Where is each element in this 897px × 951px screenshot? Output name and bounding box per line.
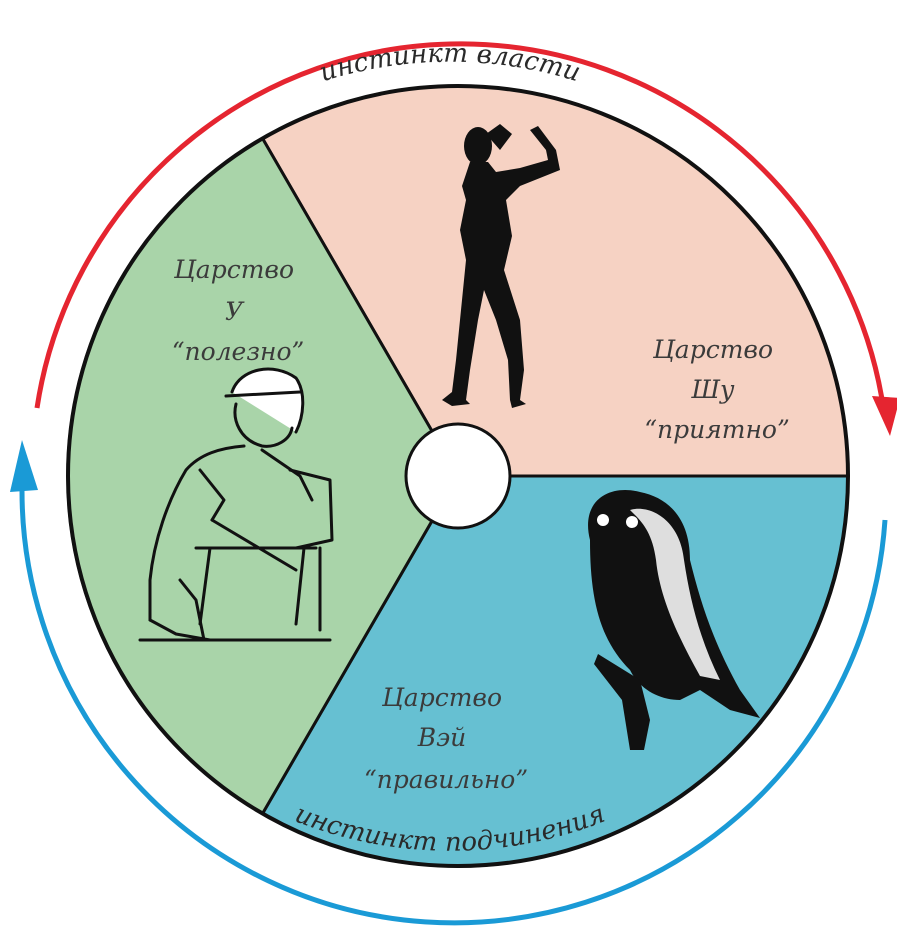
- sector-shu-name: Шу: [691, 375, 736, 404]
- sector-shu-title: Царство: [652, 335, 773, 364]
- sector-shu-quality: “приятно”: [644, 415, 790, 444]
- power-instinct-label: инстинкт власти: [316, 39, 584, 89]
- sector-u-title: Царство: [173, 255, 294, 284]
- submission-instinct-arrowhead: [10, 440, 38, 492]
- sector-vei-title: Царство: [381, 683, 502, 712]
- center-hub: [406, 424, 510, 528]
- sector-vei-quality: “правильно”: [364, 765, 528, 794]
- sector-u-name: У: [225, 297, 245, 326]
- power-instinct-arrowhead: [872, 396, 897, 436]
- sector-u-quality: “полезно”: [172, 337, 305, 366]
- sector-vei-name: Вэй: [417, 723, 466, 752]
